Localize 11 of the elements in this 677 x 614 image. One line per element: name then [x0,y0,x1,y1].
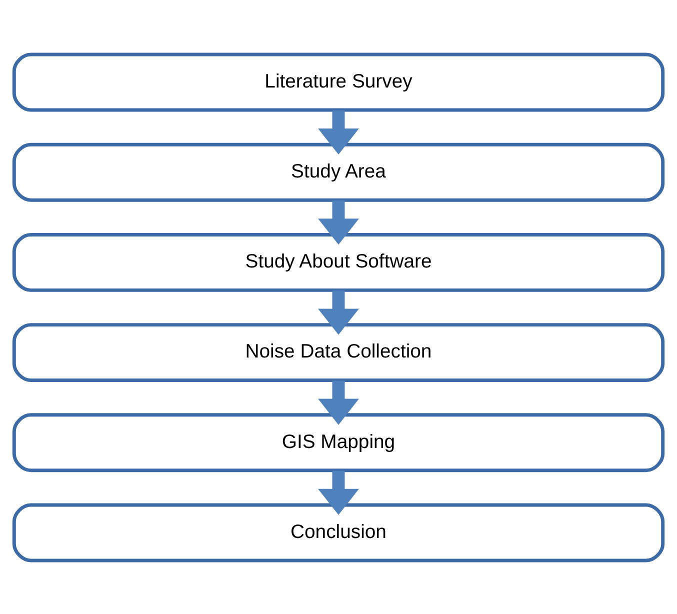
node-box: Study Area [12,142,665,202]
arrow [318,380,359,424]
arrow [318,200,359,244]
node-box: Literature Survey [12,52,665,112]
node-box: Conclusion [12,502,665,562]
arrow [318,110,359,154]
arrow [318,290,359,334]
node-box: GIS Mapping [12,412,665,472]
node-box: Study About Software [12,232,665,292]
node-box: Noise Data Collection [12,322,665,382]
arrow [318,470,359,514]
